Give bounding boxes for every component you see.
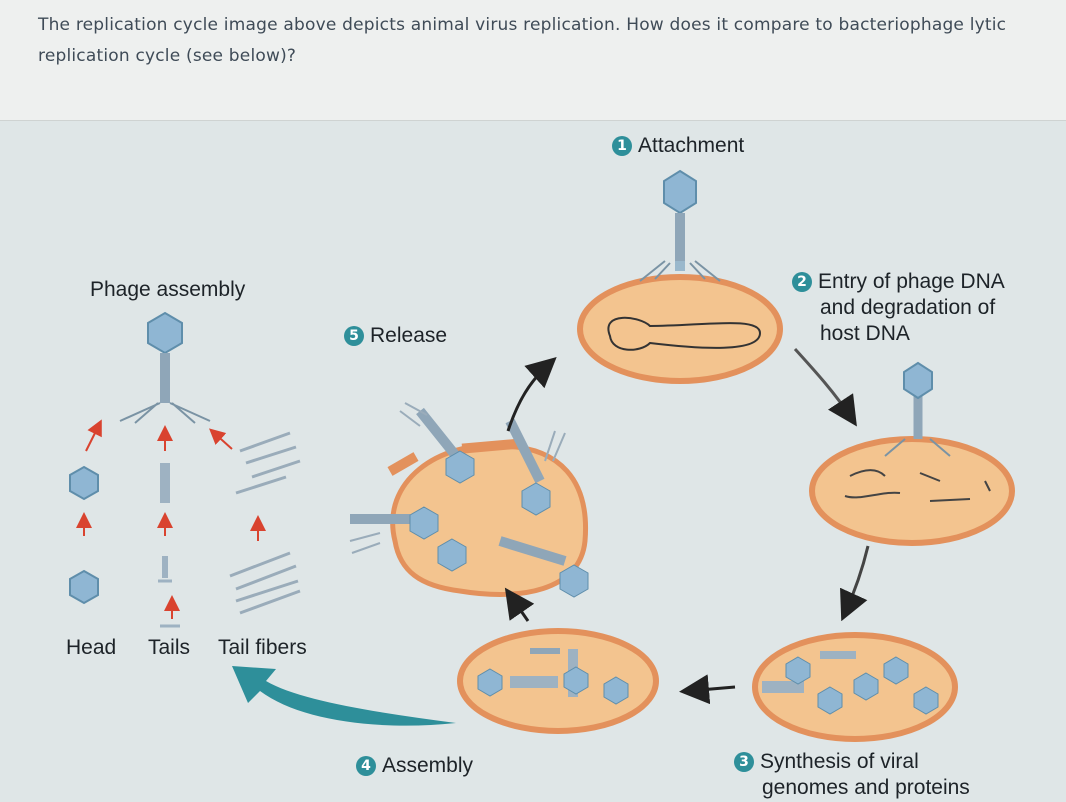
- question-panel: The replication cycle image above depict…: [0, 0, 1066, 121]
- cycle-arrows: [504, 347, 870, 705]
- cell-entry: [809, 361, 1015, 546]
- cell-attachment: [577, 169, 783, 384]
- cell-synthesis: [752, 632, 958, 742]
- phage-assembly-diagram: [69, 311, 301, 628]
- step-5-badge: 5: [344, 326, 364, 346]
- cell-assembly: [457, 628, 659, 734]
- cell-release: [349, 402, 589, 598]
- question-line-2: replication cycle (see below)?: [38, 46, 297, 66]
- phage-assembly-title: Phage assembly: [90, 278, 246, 301]
- assembly-teal-arrow: [232, 666, 456, 726]
- step-2-badge: 2: [792, 272, 812, 292]
- part-label-head: Head: [66, 636, 117, 659]
- step-3-badge: 3: [734, 752, 754, 772]
- part-label-tails: Tails: [148, 636, 191, 659]
- step-1-badge: 1: [612, 136, 632, 156]
- step-4-badge: 4: [356, 756, 376, 776]
- part-label-tail-fibers: Tail fibers: [218, 636, 307, 659]
- question-line-1: The replication cycle image above depict…: [38, 15, 1007, 35]
- lytic-cycle-diagram: [69, 169, 1015, 742]
